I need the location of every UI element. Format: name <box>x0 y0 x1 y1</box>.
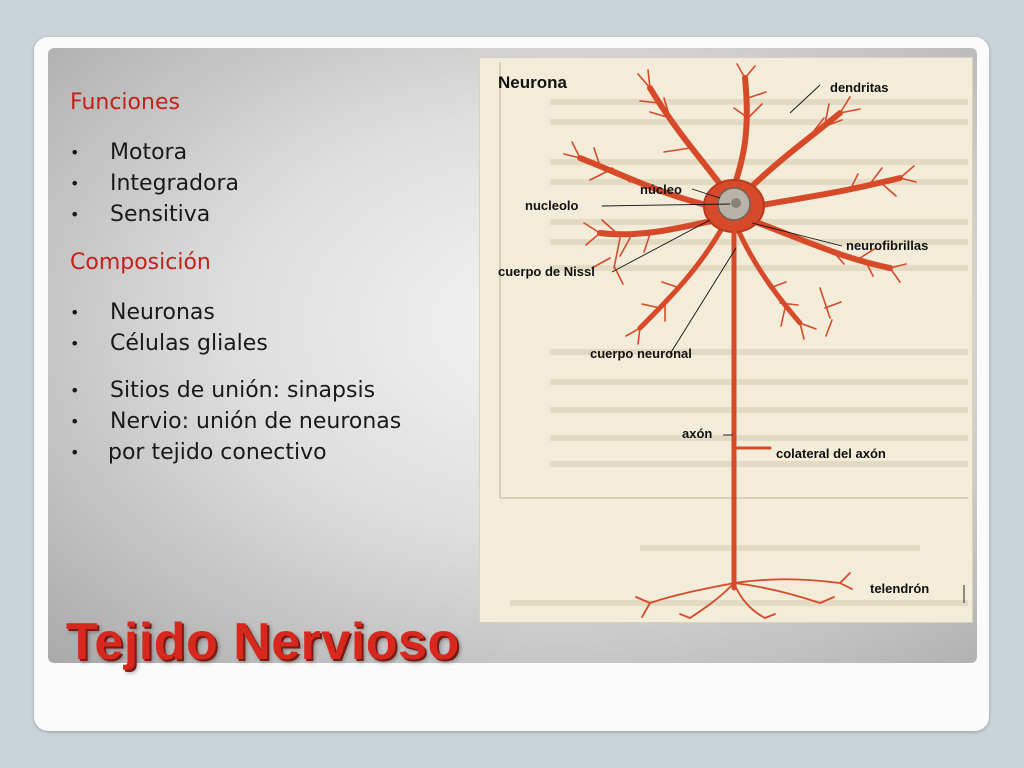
list-item: Células gliales <box>70 329 480 360</box>
extra-list: Sitios de unión: sinapsis Nervio: unión … <box>70 376 480 468</box>
label-colateral: colateral del axón <box>776 446 886 461</box>
figure-title: Neurona <box>498 73 568 92</box>
label-nucleolo: nucleolo <box>525 198 579 213</box>
neuron-shape <box>563 63 917 619</box>
label-dendritas: dendritas <box>830 80 889 95</box>
label-axon: axón <box>682 426 712 441</box>
composicion-list: Neuronas Células gliales <box>70 298 480 360</box>
slide-content: Funciones Motora Integradora Sensitiva C… <box>70 88 480 486</box>
label-leader-lines <box>601 84 965 603</box>
list-item: Motora <box>70 138 480 169</box>
label-nissl: cuerpo de Nissl <box>498 264 595 279</box>
neuron-diagram: Neurona dendritas núcleo nucleolo neurof… <box>480 58 972 622</box>
section-heading-composicion: Composición <box>70 250 211 276</box>
label-telendron: telendrón <box>870 581 929 596</box>
list-item: Integradora <box>70 169 480 200</box>
label-nucleo: núcleo <box>640 182 682 197</box>
list-item: Neuronas <box>70 298 480 329</box>
list-item: Nervio: unión de neuronas <box>70 407 480 438</box>
list-item-continuation: por tejido conectivo <box>70 438 480 469</box>
list-item: Sitios de unión: sinapsis <box>70 376 480 407</box>
section-heading-funciones: Funciones <box>70 90 180 115</box>
funciones-list: Motora Integradora Sensitiva <box>70 138 480 230</box>
slide-title: Tejido Nervioso <box>66 613 460 671</box>
label-cuerpo-neuronal: cuerpo neuronal <box>590 346 692 361</box>
label-neurofibrillas: neurofibrillas <box>846 238 928 253</box>
nucleolus-shape <box>731 198 741 208</box>
neuron-svg: Neurona dendritas núcleo nucleolo neurof… <box>498 62 968 619</box>
list-item-line: por tejido conectivo <box>108 439 327 465</box>
list-item-line: Nervio: unión de neuronas <box>110 408 402 434</box>
list-item: Sensitiva <box>70 200 480 231</box>
